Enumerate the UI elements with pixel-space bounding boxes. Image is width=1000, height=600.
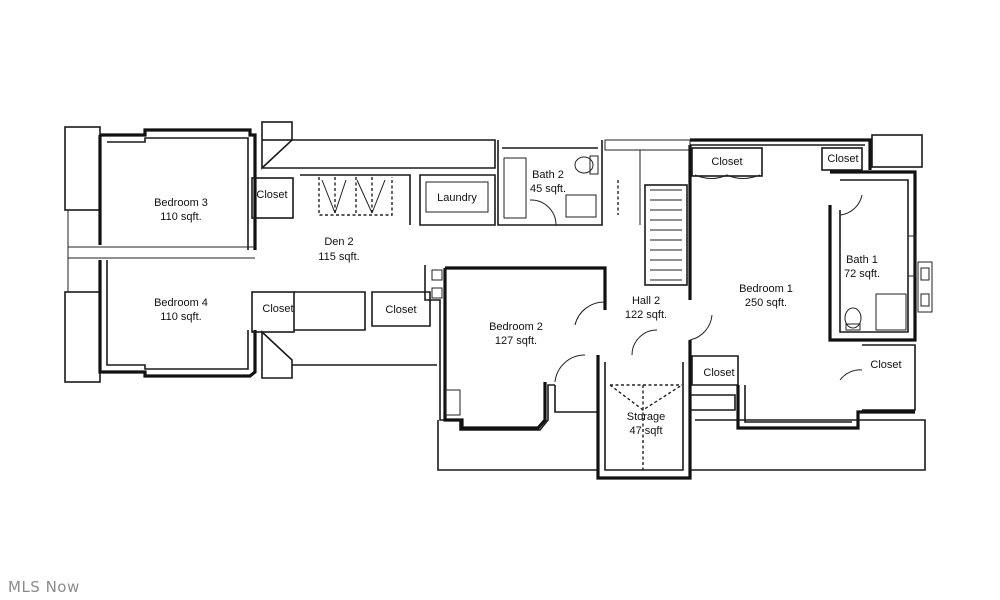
bath1-name: Bath 1: [846, 254, 878, 266]
closet-bedroom1-corner: Closet: [827, 153, 858, 165]
room-labels: Bedroom 3 110 sqft. Bedroom 4 110 sqft. …: [154, 153, 902, 437]
staircase: [605, 149, 688, 286]
bedroom1-area: 250 sqft.: [745, 297, 787, 309]
closet-bedroom1-top: Closet: [711, 156, 742, 168]
closet-hall: Closet: [703, 367, 734, 379]
bath2-area: 45 sqft.: [530, 183, 566, 195]
bath1-area: 72 sqft.: [844, 268, 880, 280]
bedroom1-name: Bedroom 1: [739, 283, 793, 295]
bedroom4-name: Bedroom 4: [154, 297, 208, 309]
center-walls: [424, 265, 739, 480]
den2-area: 115 sqft.: [318, 251, 359, 263]
hall2-area: 122 sqft.: [625, 309, 667, 321]
bedroom3-area: 110 sqft.: [160, 211, 201, 223]
storage-name: Storage: [627, 411, 666, 423]
bedroom3-name: Bedroom 3: [154, 197, 208, 209]
bedroom2-area: 127 sqft.: [495, 335, 537, 347]
brand-watermark: MLS Now: [8, 578, 80, 596]
bedroom4-area: 110 sqft.: [160, 311, 201, 323]
closet-den: Closet: [385, 304, 416, 316]
left-wing-walls: [64, 126, 257, 383]
base-outline: [604, 139, 691, 151]
bath2-walls: [497, 140, 603, 226]
den-walls: [251, 121, 496, 379]
den2-name: Den 2: [324, 236, 353, 248]
hall2-name: Hall 2: [632, 295, 660, 307]
closet-bath1: Closet: [870, 359, 901, 371]
bath2-name: Bath 2: [532, 169, 564, 181]
closet-bedroom4: Closet: [262, 303, 293, 315]
right-wing-walls: [688, 134, 933, 471]
laundry-name: Laundry: [437, 192, 477, 204]
bedroom2-name: Bedroom 2: [489, 321, 543, 333]
closet-bedroom3: Closet: [256, 189, 287, 201]
den-wardrobe: [318, 177, 393, 216]
storage-area: 47 sqft: [629, 425, 662, 437]
